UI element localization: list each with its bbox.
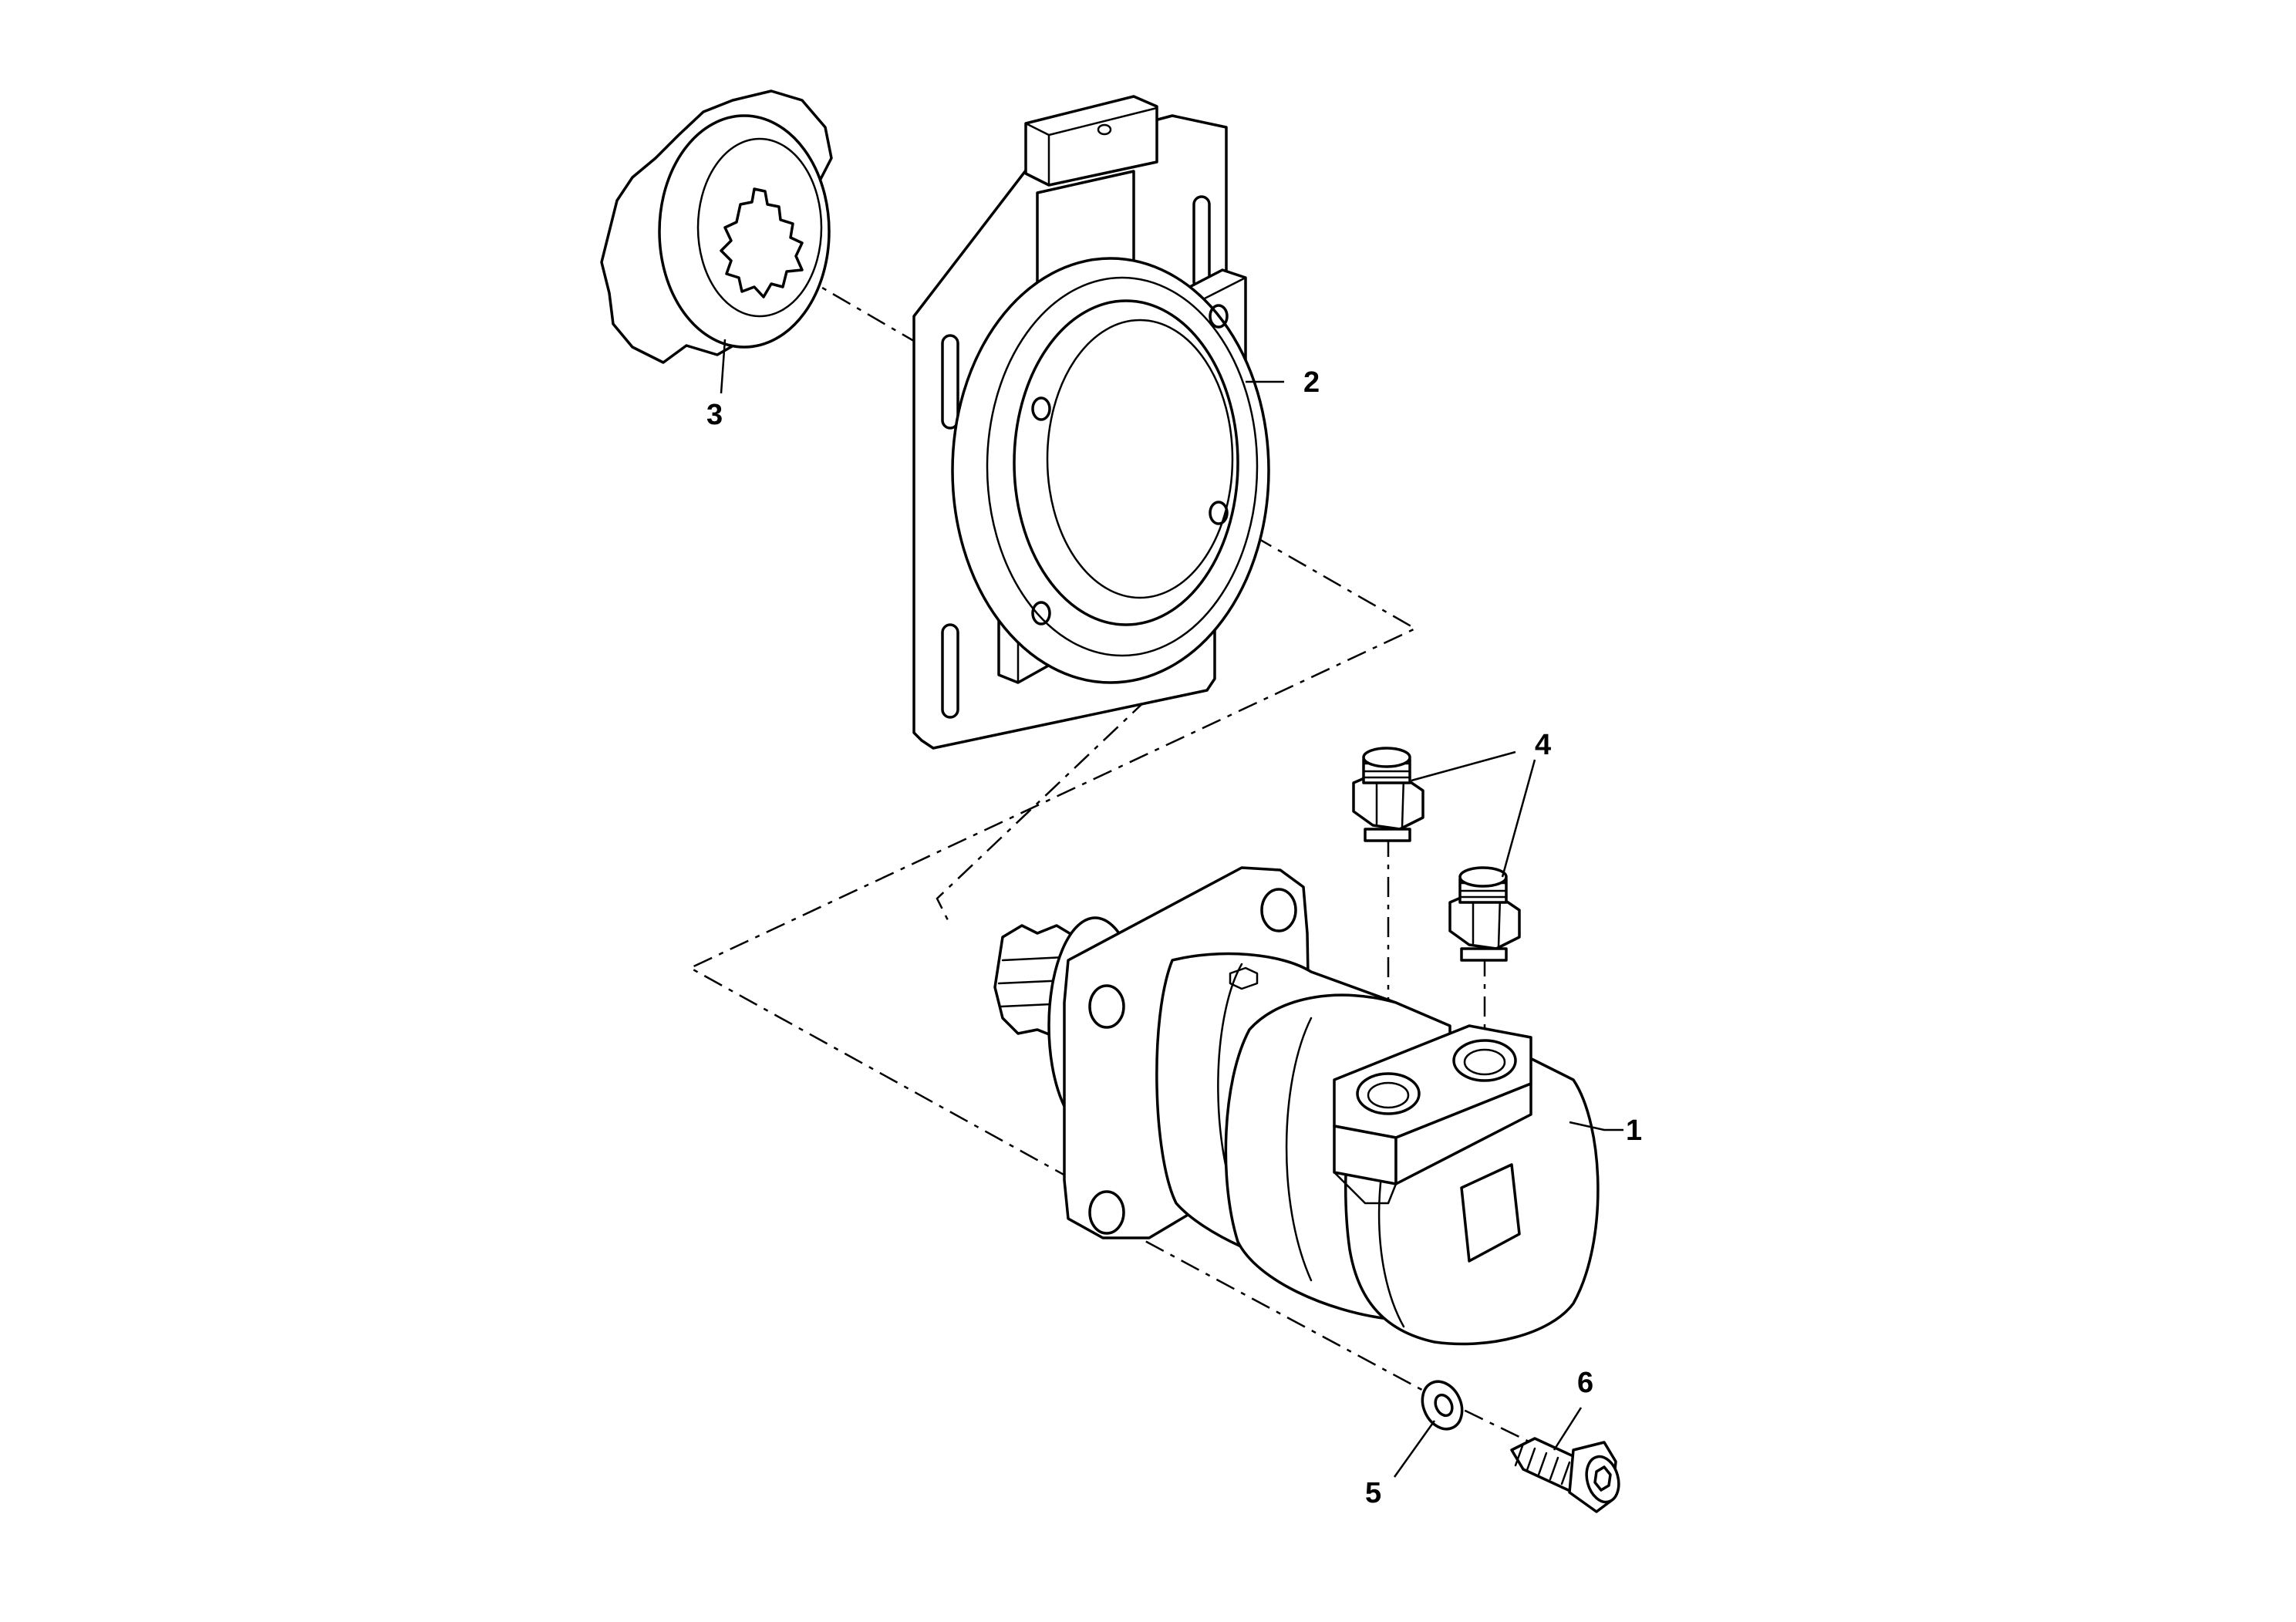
fitting-right-oring xyxy=(1460,947,1508,962)
callout-5: 5 xyxy=(1365,1477,1381,1509)
bracket-flange-hole-2 xyxy=(1209,304,1229,329)
sprocket-spline-bore xyxy=(720,187,804,298)
leader-6 xyxy=(1553,1407,1583,1451)
motor-port-b-thread xyxy=(1463,1048,1506,1076)
sprocket-hub xyxy=(658,114,831,349)
sprocket xyxy=(600,89,833,364)
callout-3: 3 xyxy=(706,399,723,431)
leader-lines xyxy=(720,339,1623,1478)
leader-3 xyxy=(720,339,727,394)
callout-4: 4 xyxy=(1535,729,1551,761)
motor-port-block-front xyxy=(1394,1082,1532,1185)
bracket-tab-hole xyxy=(1097,123,1112,136)
bracket-bore xyxy=(1013,299,1239,626)
motor-flange-hole-top-left xyxy=(1088,984,1125,1029)
motor-case-drain-plug xyxy=(1229,966,1259,990)
leader-4a xyxy=(1411,750,1516,782)
washer-hole xyxy=(1434,1393,1454,1418)
fitting-left-oring xyxy=(1364,828,1411,842)
callout-6: 6 xyxy=(1577,1367,1593,1399)
hydraulic-motor xyxy=(993,866,1600,1346)
sprocket-hub-face xyxy=(696,137,823,318)
motor-port-a-thread xyxy=(1367,1081,1410,1109)
bracket-top-tab-edge xyxy=(1024,106,1158,187)
callout-1: 1 xyxy=(1626,1114,1642,1147)
bracket-top-tab xyxy=(1024,95,1158,187)
motor-end-cap-label-plate xyxy=(1460,1163,1521,1263)
fitting-left-top xyxy=(1362,747,1411,768)
bracket-slot-upper-left xyxy=(941,334,959,430)
leader-1 xyxy=(1569,1121,1623,1131)
leader-5 xyxy=(1393,1420,1436,1478)
cap-screw-head-face xyxy=(1585,1455,1620,1504)
callouts: 1 2 3 4 5 6 xyxy=(706,366,1642,1509)
callout-2: 2 xyxy=(1303,366,1320,399)
motor-flange-hole-bottom-left xyxy=(1088,1190,1125,1235)
cap-screw-hex-socket xyxy=(1593,1465,1612,1492)
bracket-flange-hole-3 xyxy=(1209,501,1229,525)
centerline-bolt-axis xyxy=(1110,1221,1547,1452)
bracket-slot-lower-left xyxy=(941,623,959,719)
motor-port-block-chamfer xyxy=(1333,1171,1397,1205)
centerline-sprocket-to-bracket xyxy=(797,272,919,345)
fitting-right xyxy=(1448,866,1521,962)
motor-flange-hole-top-right xyxy=(1260,888,1297,932)
bracket-flange-hole-4 xyxy=(1031,601,1051,626)
bracket-flange-hole-1 xyxy=(1031,396,1051,421)
washer-outer xyxy=(1421,1380,1464,1431)
leader-4b xyxy=(1501,759,1536,878)
bracket-bore-step xyxy=(1046,319,1234,599)
cap-screw-threads xyxy=(1514,1442,1571,1485)
bracket-collar-inner xyxy=(986,276,1259,657)
fitting-right-top xyxy=(1458,866,1508,888)
mounting-bracket xyxy=(912,95,1270,750)
cap-screw xyxy=(1510,1437,1620,1513)
fitting-left xyxy=(1352,747,1424,842)
motor-housing-band-edge xyxy=(1285,1017,1313,1282)
washer xyxy=(1421,1380,1464,1431)
motor-port-block-side xyxy=(1333,1125,1397,1185)
